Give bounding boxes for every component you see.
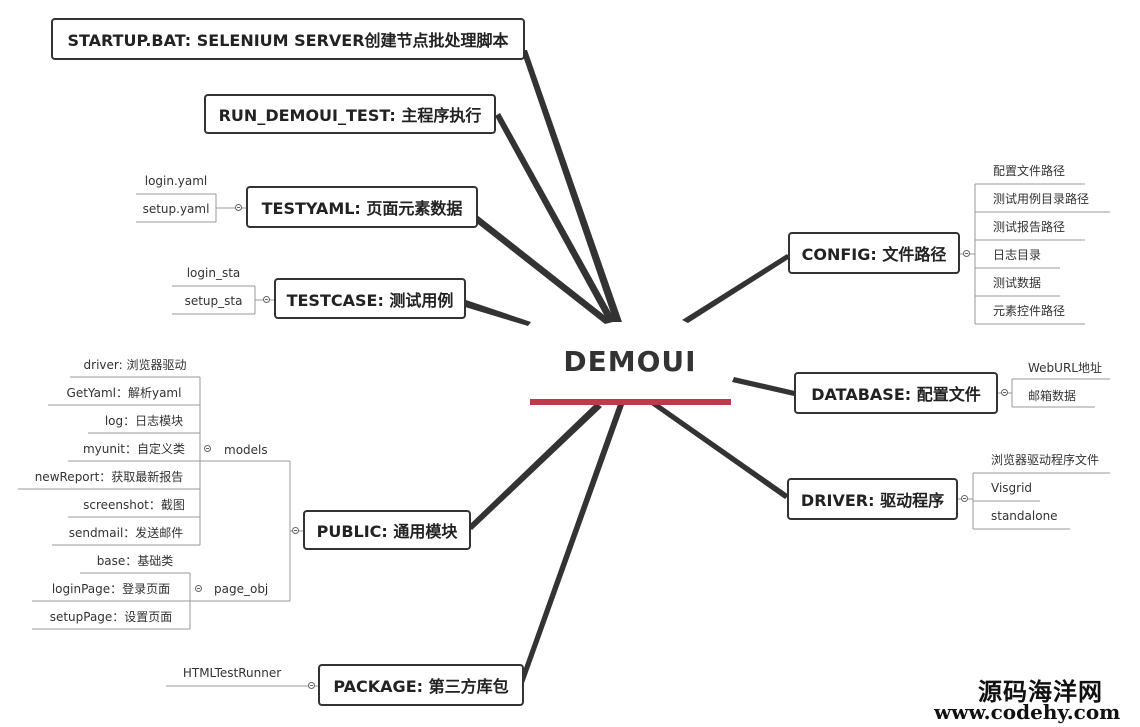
collapse-toggle-icon[interactable]	[1001, 389, 1008, 396]
branch-run-demoui-test[interactable]: RUN_DEMOUI_TEST: 主程序执行	[204, 94, 496, 134]
leaf-models-driver[interactable]: driver: 浏览器驱动	[83, 358, 187, 372]
leaf-page-obj-setuppage[interactable]: setupPage：设置页面	[49, 610, 173, 624]
branch-line-database	[732, 377, 795, 396]
branch-config[interactable]: CONFIG: 文件路径	[788, 232, 960, 274]
group-models-label[interactable]: models	[224, 443, 268, 457]
watermark-site-name: 源码海洋网	[978, 678, 1103, 706]
leaf-htmltestrunner[interactable]: HTMLTestRunner	[182, 666, 282, 680]
branch-line-run	[495, 113, 616, 322]
leaf-login-yaml[interactable]: login.yaml	[144, 174, 208, 188]
branch-database[interactable]: DATABASE: 配置文件	[794, 372, 998, 414]
branch-testyaml[interactable]: TESTYAML: 页面元素数据	[246, 186, 478, 228]
leaf-config-file-path[interactable]: 配置文件路径	[993, 164, 1066, 178]
leaf-config-element-path[interactable]: 元素控件路径	[993, 304, 1066, 318]
branch-startup[interactable]: STARTUP.BAT: SELENIUM SERVER创建节点批处理脚本	[51, 18, 525, 60]
leaf-config-test-data[interactable]: 测试数据	[993, 276, 1042, 290]
branch-line-package	[518, 404, 624, 686]
collapse-toggle-icon[interactable]	[308, 682, 315, 689]
branch-public[interactable]: PUBLIC: 通用模块	[303, 510, 471, 550]
leaf-setup-yaml[interactable]: setup.yaml	[142, 202, 210, 216]
branch-line-testcase	[465, 300, 531, 326]
group-page-obj-label[interactable]: page_obj	[214, 582, 269, 596]
watermark-url: www.codehy.com	[934, 700, 1121, 724]
leaf-config-log-dir[interactable]: 日志目录	[993, 248, 1042, 262]
collapse-toggle-icon[interactable]	[961, 495, 968, 502]
collapse-toggle-icon[interactable]	[292, 527, 299, 534]
leaf-models-sendmail[interactable]: sendmail：发送邮件	[68, 526, 184, 540]
leaf-page-obj-loginpage[interactable]: loginPage：登录页面	[51, 582, 171, 596]
branch-package[interactable]: PACKAGE: 第三方库包	[318, 664, 524, 706]
branch-driver[interactable]: DRIVER: 驱动程序	[787, 478, 958, 520]
leaf-setup-sta[interactable]: setup_sta	[184, 294, 243, 308]
branch-line-public	[468, 403, 602, 530]
branch-line-driver	[650, 402, 789, 499]
collapse-toggle-icon[interactable]	[204, 445, 211, 452]
leaf-database-mail[interactable]: 邮箱数据	[1028, 389, 1077, 403]
leaf-database-weburl[interactable]: WebURL地址	[1028, 361, 1102, 375]
leaf-driver-standalone[interactable]: standalone	[991, 509, 1058, 523]
collapse-toggle-icon[interactable]	[963, 250, 970, 257]
leaf-models-log[interactable]: log：日志模块	[104, 414, 184, 428]
leaf-driver-visgrid[interactable]: Visgrid	[991, 481, 1033, 495]
branch-line-testyaml	[474, 215, 613, 324]
central-topic-title: DEMOUI	[563, 345, 697, 378]
leaf-models-getyaml[interactable]: GetYaml：解析yaml	[66, 386, 182, 400]
leaf-page-obj-base[interactable]: base：基础类	[96, 554, 174, 568]
branch-line-config	[682, 254, 790, 323]
leaf-models-myunit[interactable]: myunit：自定义类	[82, 442, 186, 456]
leaf-models-screenshot[interactable]: screenshot：截图	[83, 498, 185, 512]
leaf-config-report-path[interactable]: 测试报告路径	[993, 220, 1066, 234]
collapse-toggle-icon[interactable]	[195, 585, 202, 592]
collapse-toggle-icon[interactable]	[235, 204, 242, 211]
leaf-models-newreport[interactable]: newReport：获取最新报告	[34, 470, 184, 484]
collapse-toggle-icon[interactable]	[263, 296, 270, 303]
branch-testcase[interactable]: TESTCASE: 测试用例	[274, 278, 466, 319]
branch-line-startup	[521, 50, 622, 322]
leaf-login-sta[interactable]: login_sta	[186, 266, 241, 280]
leaf-config-testcase-dir[interactable]: 测试用例目录路径	[993, 192, 1090, 206]
leaf-driver-browser-file[interactable]: 浏览器驱动程序文件	[991, 453, 1100, 467]
